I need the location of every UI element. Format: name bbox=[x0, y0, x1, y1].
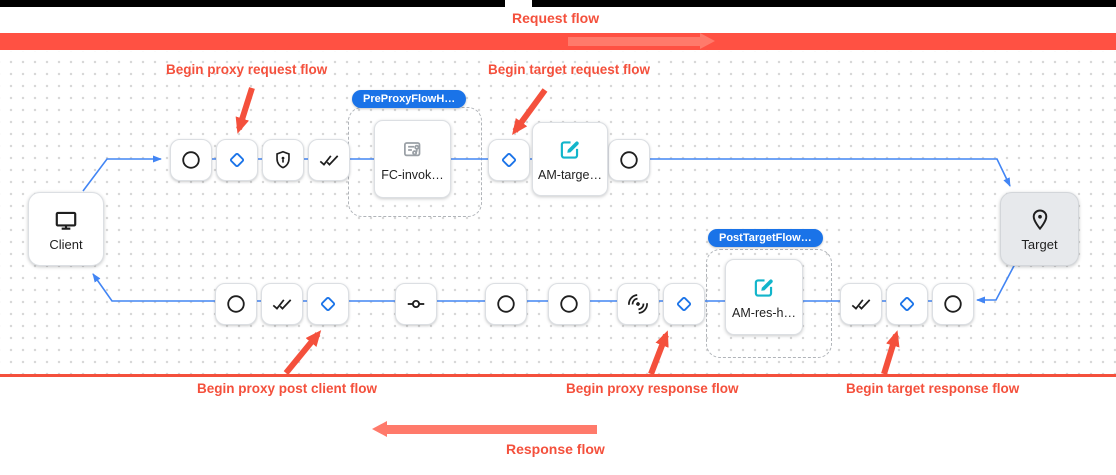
dot-grid-background bbox=[0, 51, 1116, 374]
flow-node-circle[interactable] bbox=[548, 283, 590, 325]
flow-node-double-check[interactable] bbox=[261, 283, 303, 325]
top-edge-strip-gap bbox=[505, 0, 532, 7]
diamond-icon bbox=[896, 293, 918, 315]
flow-node-circle[interactable] bbox=[215, 283, 257, 325]
flow-node-circle[interactable] bbox=[932, 283, 974, 325]
fc-invoke-label: FC-invok… bbox=[381, 167, 444, 182]
fc-invoke-step-card[interactable]: FC-invok… bbox=[374, 120, 457, 204]
post-client-node-strip bbox=[215, 283, 349, 325]
commit-icon bbox=[405, 293, 427, 315]
flow-node-circle[interactable] bbox=[608, 139, 650, 181]
response-mid-strip-2 bbox=[548, 283, 590, 325]
client-node[interactable]: Client bbox=[28, 192, 104, 266]
circle-icon bbox=[225, 293, 247, 315]
edit-icon bbox=[751, 275, 777, 301]
pre-proxy-flowhook-badge[interactable]: PreProxyFlowH… bbox=[352, 90, 467, 108]
am-res-step-card[interactable]: AM-res-h… bbox=[725, 259, 809, 341]
diamond-icon bbox=[317, 293, 339, 315]
circle-icon bbox=[558, 293, 580, 315]
request-flow-bar bbox=[0, 33, 1116, 50]
double-check-icon bbox=[318, 149, 340, 171]
flow-node-signal[interactable] bbox=[617, 283, 659, 325]
annotation-begin-target-response: Begin target response flow bbox=[846, 381, 1020, 396]
target-request-end-strip bbox=[608, 139, 650, 181]
flow-node-double-check[interactable] bbox=[840, 283, 882, 325]
am-target-step-card[interactable]: AM-targe… bbox=[532, 122, 614, 202]
response-mid-strip-1 bbox=[485, 283, 527, 325]
am-target-label: AM-targe… bbox=[538, 167, 602, 182]
annotation-begin-proxy-response: Begin proxy response flow bbox=[566, 381, 739, 396]
flow-node-diamond[interactable] bbox=[488, 139, 530, 181]
circle-icon bbox=[618, 149, 640, 171]
flow-node-shield[interactable] bbox=[262, 139, 304, 181]
request-flow-arrow bbox=[568, 37, 700, 46]
signal-icon bbox=[627, 293, 649, 315]
annotation-begin-proxy-post-client: Begin proxy post client flow bbox=[197, 381, 378, 396]
post-target-flowhook-group bbox=[706, 249, 832, 358]
edit-icon bbox=[557, 137, 583, 163]
flow-node-diamond[interactable] bbox=[216, 139, 258, 181]
response-flow-arrowhead-icon bbox=[372, 421, 387, 437]
monitor-icon bbox=[53, 207, 79, 233]
post-target-flowhook-badge[interactable]: PostTargetFlow… bbox=[708, 229, 823, 247]
flow-callout-icon bbox=[400, 137, 426, 163]
flow-node-circle[interactable] bbox=[170, 139, 212, 181]
annotation-begin-proxy-request: Begin proxy request flow bbox=[166, 62, 328, 77]
location-pin-icon bbox=[1027, 207, 1053, 233]
flow-node-commit[interactable] bbox=[395, 283, 437, 325]
flow-node-diamond[interactable] bbox=[663, 283, 705, 325]
proxy-response-node-strip bbox=[617, 283, 705, 325]
annotation-begin-target-request: Begin target request flow bbox=[488, 62, 651, 77]
diamond-icon bbox=[673, 293, 695, 315]
circle-icon bbox=[495, 293, 517, 315]
top-edge-strip bbox=[0, 0, 1116, 7]
target-label: Target bbox=[1021, 236, 1058, 252]
circle-icon bbox=[180, 149, 202, 171]
proxy-request-node-strip bbox=[170, 139, 350, 181]
double-check-icon bbox=[850, 293, 872, 315]
double-check-icon bbox=[271, 293, 293, 315]
response-flow-title: Response flow bbox=[506, 441, 605, 457]
am-res-label: AM-res-h… bbox=[732, 305, 796, 320]
response-divider-line bbox=[0, 374, 1116, 377]
circle-icon bbox=[942, 293, 964, 315]
flow-node-diamond[interactable] bbox=[886, 283, 928, 325]
response-commit-strip bbox=[395, 283, 437, 325]
shield-icon bbox=[272, 149, 294, 171]
client-label: Client bbox=[49, 236, 83, 252]
request-flow-title: Request flow bbox=[512, 10, 600, 26]
target-node[interactable]: Target bbox=[1000, 192, 1079, 266]
flow-node-double-check[interactable] bbox=[308, 139, 350, 181]
diamond-icon bbox=[498, 149, 520, 171]
request-flow-arrowhead-icon bbox=[700, 33, 715, 49]
flow-node-circle[interactable] bbox=[485, 283, 527, 325]
target-response-node-strip bbox=[840, 283, 974, 325]
diamond-icon bbox=[226, 149, 248, 171]
target-request-node-strip bbox=[488, 139, 530, 181]
flow-node-diamond[interactable] bbox=[307, 283, 349, 325]
response-flow-arrow bbox=[387, 425, 597, 434]
